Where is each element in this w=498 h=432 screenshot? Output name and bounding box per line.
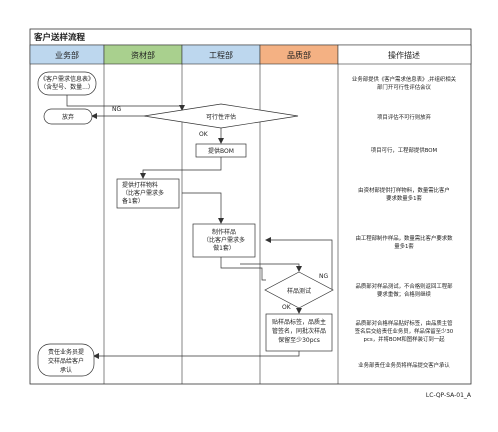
node-label-package-text: 贴样品标签，品质主管签名，同批次样品保留至少30pcs [272, 318, 326, 344]
edge-test-to-samples [265, 237, 333, 290]
text-line: 《客户需求信息表》 [40, 75, 94, 83]
node-deliver-text: 责任业务员提交样品给客户承认 [48, 348, 84, 374]
text-line: 做1套） [213, 244, 235, 252]
column-label-description: 操作描述 [388, 50, 420, 60]
document-code: LC-QP-SA-01_A [426, 392, 472, 399]
text-line: 提供BOM [208, 147, 234, 155]
description-step-1: 业务部提供《客户需求信息表》,并组织相关部门开可行性评估会议 [352, 75, 457, 91]
edge-label-ok: OK [282, 304, 292, 311]
text-line: 业务部责任业务员将样品提交客户承认 [358, 361, 450, 369]
text-line: 由工程部制作样品，数量需比客户要求数 [355, 234, 453, 242]
text-line: 可行性评估 [206, 113, 236, 121]
text-line: 制作样品 [212, 228, 236, 236]
edge-bom-to-materials [140, 157, 222, 179]
node-abandon-text: 放弃 [62, 113, 74, 121]
node-sample-test [264, 271, 334, 309]
node-provide-materials [116, 178, 180, 209]
node-make-samples-text: 制作样品（比客户需求多做1套） [203, 228, 245, 252]
text-line: 责任业务员提 [48, 348, 84, 356]
text-line: 样品测试 [287, 287, 311, 295]
node-provide-bom-text: 提供BOM [208, 147, 234, 155]
text-line: 签名后交给责任业务员，样品保留至少30 [355, 327, 454, 335]
text-line: 由资材部提供打样物料，数量需比客户 [358, 186, 450, 194]
node-feasibility-text: 可行性评估 [206, 113, 236, 121]
edge-request-to-feasibility [66, 95, 185, 111]
text-line: 贴样品标签，品质主 [272, 318, 326, 326]
node-make-samples [192, 223, 256, 258]
column-label-materials: 资材部 [131, 50, 155, 60]
node-sample-test-text: 样品测试 [287, 287, 311, 295]
node-deliver [37, 343, 95, 377]
description-step-4: 由资材部提供打样物料，数量需比客户要求数量多1套 [358, 186, 450, 202]
text-line: （含型号、数量...） [40, 83, 94, 91]
text-line: 放弃 [62, 113, 74, 121]
text-line: （比客户需求多 [203, 236, 245, 244]
text-line: 交样品给客户 [48, 357, 84, 365]
text-line: 管签名，同批次样品 [272, 327, 326, 335]
chart-title: 客户送样流程 [33, 32, 86, 43]
text-line: 备1套） [122, 197, 144, 205]
text-line: 项目可行，工程部提供BOM [371, 146, 438, 154]
column-label-quality: 品质部 [287, 50, 311, 60]
text-line: 业务部提供《客户需求信息表》,并组织相关 [352, 75, 457, 83]
edge-samples-to-test [240, 263, 302, 272]
text-line: 保留至少30pcs [278, 336, 320, 344]
text-line: 项目评估不可行则放弃 [377, 113, 432, 121]
edge-label-ng: NG [319, 273, 328, 280]
text-line: 提供打样物料 [122, 181, 158, 189]
description-step-3: 项目可行，工程部提供BOM [371, 146, 438, 154]
description-step-8: 业务部责任业务员将样品提交客户承认 [358, 361, 450, 369]
outer-frame [29, 28, 472, 385]
description-step-6: 品质部对样品测试，不合格则返回工程部要求重做；合格则继续 [355, 282, 453, 298]
node-label-package [265, 313, 333, 352]
node-customer-request [37, 71, 97, 96]
node-customer-request-text: 《客户需求信息表》（含型号、数量...） [40, 75, 94, 91]
edge-label-ok: OK [199, 131, 209, 138]
text-line: 承认 [60, 366, 72, 374]
text-line: pcs，并将BOM和图样装订到一起 [364, 335, 446, 343]
node-abandon [43, 108, 93, 125]
column-label-sales: 业务部 [55, 50, 79, 60]
edge-materials-to-samples [182, 192, 224, 224]
text-line: 要求重做；合格则继续 [377, 290, 432, 298]
text-line: 部门开可行性评估会议 [377, 83, 432, 91]
description-step-5: 由工程部制作样品，数量需比客户要求数量多1套 [355, 234, 453, 250]
node-provide-materials-text: 提供打样物料（比客户需求多备1套） [122, 181, 164, 205]
node-provide-bom [195, 143, 247, 158]
description-step-2: 项目评估不可行则放弃 [377, 113, 432, 121]
text-line: 量多1套 [394, 242, 414, 250]
text-line: 品质部对合格样品贴好标签，由品质主管 [355, 319, 453, 327]
text-line: 要求数量多1套 [386, 194, 422, 202]
text-line: （比客户需求多 [122, 189, 164, 197]
edge-label-to-deliver [93, 351, 300, 359]
text-line: 品质部对样品测试，不合格则返回工程部 [355, 282, 453, 290]
edge-samples-to-test-a [220, 257, 266, 281]
header-description [337, 44, 472, 65]
edge-label-ng: NG [112, 106, 121, 113]
column-label-engineering: 工程部 [209, 50, 233, 60]
node-feasibility [143, 103, 299, 129]
